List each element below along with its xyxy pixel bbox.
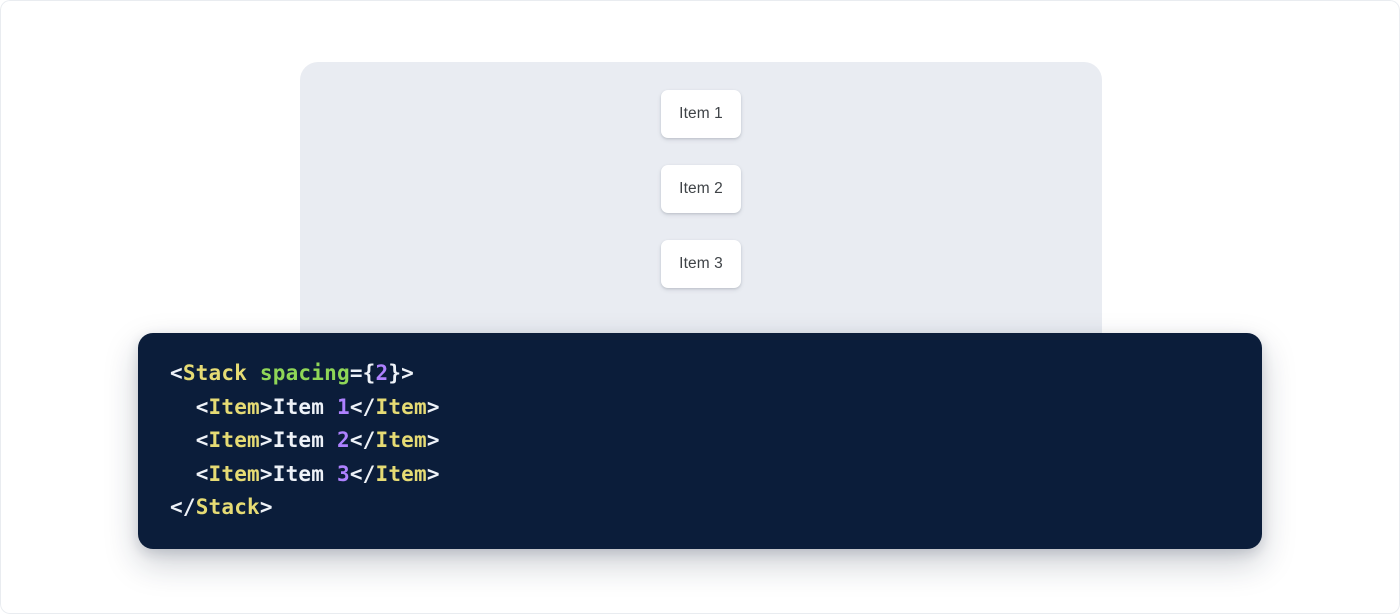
component-preview-stage: Item 1 Item 2 Item 3 [300, 62, 1102, 362]
code-token-tag: Item [375, 461, 427, 486]
code-snippet-panel[interactable]: <Stack spacing={2}> <Item>Item 1</Item> … [138, 333, 1262, 549]
stack-item-label: Item 1 [679, 105, 723, 122]
code-snippet-text: <Stack spacing={2}> <Item>Item 1</Item> … [170, 357, 440, 525]
code-token-tag: Stack [182, 361, 248, 385]
code-token-punct: </ [170, 495, 196, 520]
code-token-tag: Item [208, 428, 260, 453]
code-token-attr: spacing [259, 361, 350, 385]
code-token-num: 1 [336, 394, 350, 419]
code-token-punct: < [170, 361, 183, 385]
code-line: </Stack> [170, 495, 273, 519]
code-token-tag: Item [375, 394, 427, 419]
code-token-punct: > [426, 428, 440, 453]
code-token-punct: > [259, 394, 273, 419]
code-token-tag: Item [208, 461, 260, 486]
stack-item[interactable]: Item 2 [661, 165, 741, 213]
code-token-text: Item [272, 428, 337, 453]
code-token-tag: Stack [195, 495, 260, 520]
code-token-punct: </ [349, 428, 376, 453]
stack-item[interactable]: Item 3 [661, 240, 741, 288]
code-token-punct: > [259, 461, 273, 486]
code-token-punct: }> [388, 361, 415, 385]
code-token-num: 2 [336, 428, 350, 453]
code-token-tag: Item [208, 394, 260, 419]
code-token-text: Item [272, 394, 337, 419]
stack-item[interactable]: Item 1 [661, 90, 741, 138]
code-token-punct: > [259, 495, 273, 520]
code-token-punct: > [426, 394, 440, 419]
code-token-punct: < [195, 394, 209, 419]
code-line: <Item>Item 1</Item> [170, 395, 440, 419]
stack-item-label: Item 3 [679, 255, 723, 272]
code-token-punct: > [426, 461, 440, 486]
code-token-text: Item [272, 461, 337, 486]
stack-component: Item 1 Item 2 Item 3 [300, 90, 1102, 288]
code-line: <Item>Item 3</Item> [170, 462, 440, 486]
code-line: <Item>Item 2</Item> [170, 428, 440, 452]
code-token-num: 3 [336, 461, 350, 486]
code-token-punct: < [195, 428, 209, 453]
code-token-text [247, 361, 260, 385]
code-token-tag: Item [375, 428, 427, 453]
code-token-punct: </ [349, 461, 376, 486]
code-token-punct: > [259, 428, 273, 453]
code-token-punct: < [195, 461, 209, 486]
code-token-punct: ={ [349, 361, 376, 385]
code-token-punct: </ [349, 394, 376, 419]
code-token-num: 2 [375, 361, 389, 385]
code-line: <Stack spacing={2}> [170, 361, 414, 385]
stack-item-label: Item 2 [679, 180, 723, 197]
